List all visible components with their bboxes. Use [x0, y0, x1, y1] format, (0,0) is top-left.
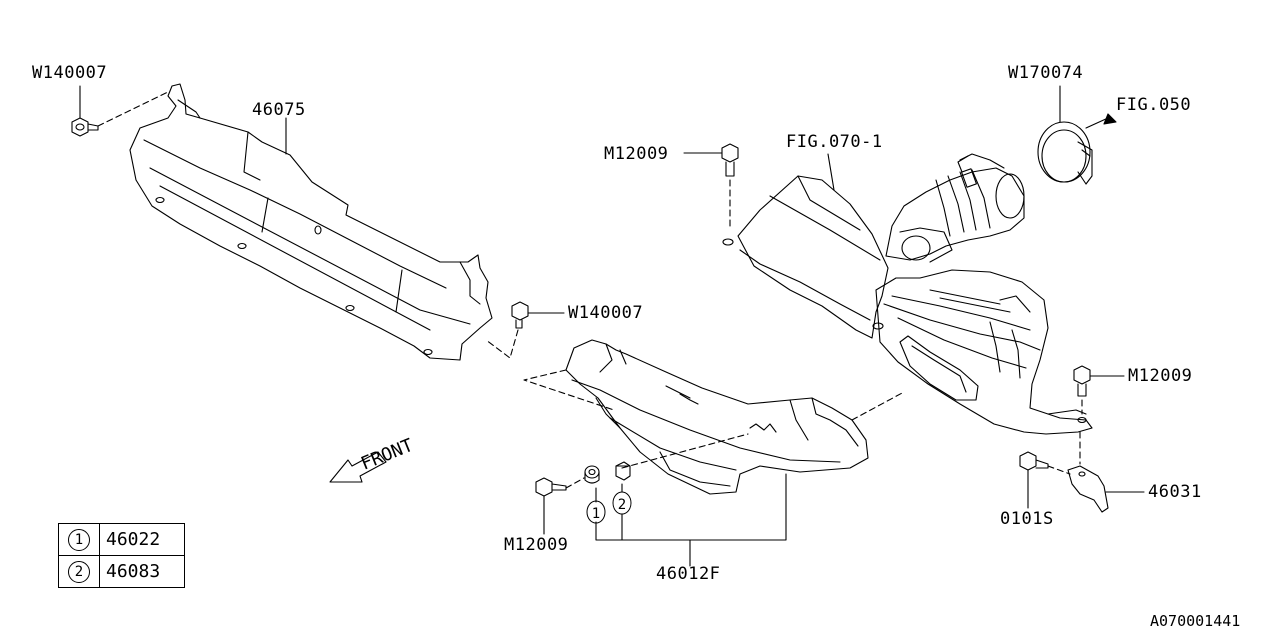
label-46012f: 46012F	[656, 564, 721, 584]
callout-1-text: 1	[592, 506, 600, 522]
legend-key-1: 1	[68, 529, 90, 551]
reference-code: A070001441	[1150, 612, 1241, 630]
front-label: FRONT	[358, 435, 416, 475]
bracket-46031	[1067, 465, 1145, 513]
intake-boot	[885, 153, 1025, 263]
label-w170074: W170074	[1008, 63, 1084, 83]
legend-part-1: 46022	[99, 523, 185, 556]
grommet-2	[615, 461, 631, 481]
label-m12009-top: M12009	[604, 144, 669, 164]
label-0101s: 0101S	[1000, 509, 1054, 529]
bolt-m12009-bottom	[535, 477, 567, 497]
bolt-m12009-right	[1073, 365, 1091, 397]
intake-duct-46012f	[565, 339, 869, 495]
grommet-1	[584, 465, 600, 484]
label-w140007-top: W140007	[32, 63, 108, 83]
callout-2-text: 2	[618, 497, 626, 513]
front-arrow	[329, 451, 387, 483]
legend-row: 1 46022	[58, 523, 185, 556]
label-m12009-right: M12009	[1128, 366, 1193, 386]
air-cleaner-case	[722, 175, 1093, 435]
bolt-m12009-top	[721, 143, 739, 177]
callout-circle-1	[586, 500, 606, 524]
legend-part-2: 46083	[99, 555, 185, 588]
legend-key-2: 2	[68, 561, 90, 583]
label-46075: 46075	[252, 100, 306, 120]
bolt-w140007-mid	[511, 301, 529, 329]
bolt-0101s	[1019, 451, 1049, 471]
label-fig070-1: FIG.070-1	[786, 132, 883, 152]
legend-table: 1 46022 2 46083	[58, 523, 185, 588]
legend-row: 2 46083	[58, 555, 185, 588]
label-46031: 46031	[1148, 482, 1202, 502]
bolt-w140007-top	[71, 117, 99, 137]
clamp-w170074	[1037, 121, 1093, 185]
label-fig050: FIG.050	[1116, 95, 1192, 115]
label-m12009-bottom: M12009	[504, 535, 569, 555]
label-w140007-mid: W140007	[568, 303, 644, 323]
under-cover-46075	[129, 83, 493, 361]
callout-circle-2	[612, 491, 632, 515]
